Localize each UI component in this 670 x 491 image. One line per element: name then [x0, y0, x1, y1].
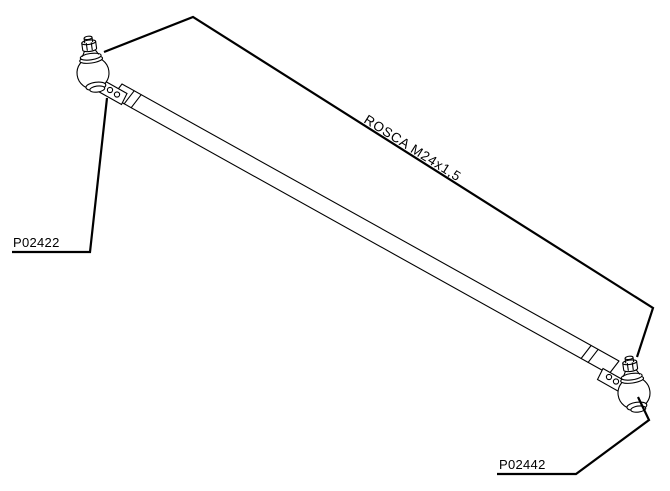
thread-spec-label: ROSCA M24x1,5: [361, 112, 464, 184]
thread-spec-leader-line: [103, 15, 655, 358]
leader-lines: [12, 15, 655, 476]
clamp-right-bolt-1: [605, 373, 613, 381]
clamp-left-bolt-1: [106, 86, 114, 94]
part-left-leader-line: [12, 97, 109, 254]
tube-outline: [111, 83, 620, 375]
tube-clamp-slit-right: [580, 344, 599, 363]
tube-clamp-slit-left: [123, 90, 142, 109]
labels: P02422 P02442 ROSCA M24x1,5: [13, 112, 546, 472]
clamp-right-bolt-2: [612, 378, 620, 385]
part-number-right-label: P02442: [499, 457, 546, 472]
ball-joint-left: [71, 33, 113, 96]
clamp-left-bolt-2: [113, 91, 121, 98]
part-number-left-label: P02422: [13, 235, 60, 250]
tie-rod-tube: [111, 83, 620, 375]
part-right-leader-line: [497, 396, 651, 476]
